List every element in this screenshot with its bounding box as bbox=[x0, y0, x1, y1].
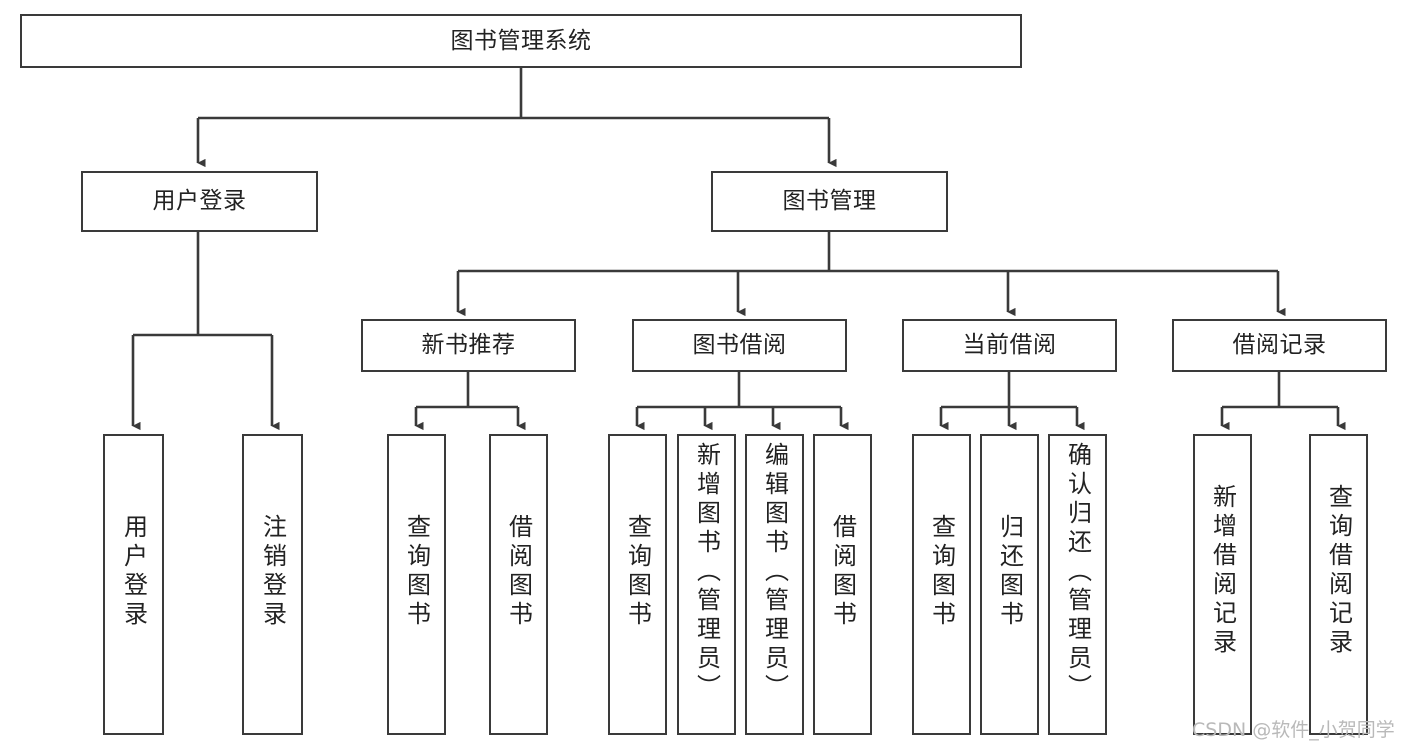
node-label: 当前借阅 bbox=[962, 332, 1057, 359]
node-label: 用户登录 bbox=[119, 514, 148, 630]
node-label: 查询图书 bbox=[623, 514, 652, 630]
node-leaf-borrow-book-2[interactable]: 借阅图书 bbox=[813, 434, 872, 735]
node-root-book-management-system[interactable]: 图书管理系统 bbox=[20, 14, 1022, 68]
node-leaf-confirm-return[interactable]: 确认归还（管理员） bbox=[1048, 434, 1107, 735]
node-book-borrow[interactable]: 图书借阅 bbox=[632, 319, 847, 372]
node-label: 借阅图书 bbox=[504, 514, 533, 630]
node-user-login[interactable]: 用户登录 bbox=[81, 171, 318, 232]
node-label: 借阅图书 bbox=[828, 514, 857, 630]
node-label: 查询图书 bbox=[402, 514, 431, 630]
node-leaf-add-record[interactable]: 新增借阅记录 bbox=[1193, 434, 1252, 735]
csdn-watermark: CSDN @软件_小贺同学 bbox=[1192, 719, 1395, 741]
node-label: 归还图书 bbox=[995, 514, 1024, 630]
node-label: 编辑图书（管理员） bbox=[760, 442, 789, 703]
node-leaf-return-book[interactable]: 归还图书 bbox=[980, 434, 1039, 735]
node-label: 图书管理系统 bbox=[450, 27, 592, 54]
node-label: 新书推荐 bbox=[421, 332, 516, 359]
node-leaf-query-record[interactable]: 查询借阅记录 bbox=[1309, 434, 1368, 735]
node-label: 查询图书 bbox=[927, 514, 956, 630]
node-leaf-borrow-book-1[interactable]: 借阅图书 bbox=[489, 434, 548, 735]
node-book-manage[interactable]: 图书管理 bbox=[711, 171, 948, 232]
node-label: 图书借阅 bbox=[692, 332, 787, 359]
node-current-borrow[interactable]: 当前借阅 bbox=[902, 319, 1117, 372]
node-label: 确认归还（管理员） bbox=[1063, 442, 1092, 703]
node-leaf-query-book-1[interactable]: 查询图书 bbox=[387, 434, 446, 735]
node-leaf-query-book-2[interactable]: 查询图书 bbox=[608, 434, 667, 735]
node-leaf-add-book[interactable]: 新增图书（管理员） bbox=[677, 434, 736, 735]
node-label: 图书管理 bbox=[782, 188, 877, 215]
node-label: 新增借阅记录 bbox=[1208, 484, 1237, 658]
node-leaf-query-book-3[interactable]: 查询图书 bbox=[912, 434, 971, 735]
node-label: 借阅记录 bbox=[1232, 332, 1327, 359]
node-leaf-edit-book[interactable]: 编辑图书（管理员） bbox=[745, 434, 804, 735]
node-new-book-recommend[interactable]: 新书推荐 bbox=[361, 319, 576, 372]
node-borrow-record[interactable]: 借阅记录 bbox=[1172, 319, 1387, 372]
node-label: 用户登录 bbox=[152, 188, 247, 215]
node-label: 新增图书（管理员） bbox=[692, 442, 721, 703]
node-label: 注销登录 bbox=[258, 514, 287, 630]
node-leaf-user-logout[interactable]: 注销登录 bbox=[242, 434, 303, 735]
node-label: 查询借阅记录 bbox=[1324, 484, 1353, 658]
node-leaf-user-login[interactable]: 用户登录 bbox=[103, 434, 164, 735]
